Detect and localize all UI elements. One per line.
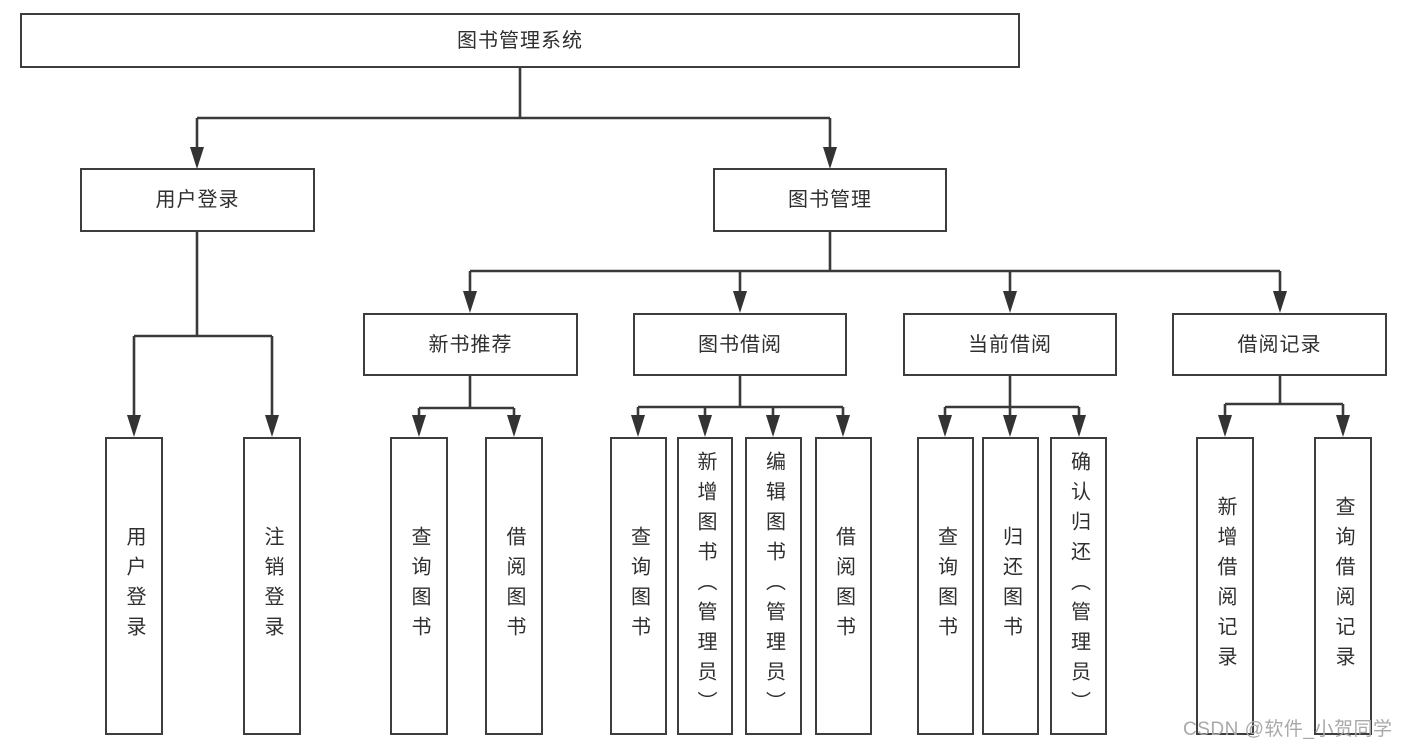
leaf-query-books-current: 查询图书 [917,437,974,735]
leaf-add-book-admin: 新增图书（管理员） [677,437,733,735]
node-new-book-recommend: 新书推荐 [363,313,578,376]
node-current-borrow: 当前借阅 [903,313,1117,376]
leaf-add-borrow-record: 新增借阅记录 [1196,437,1254,735]
leaf-query-books-borrow: 查询图书 [610,437,667,735]
node-book-borrow: 图书借阅 [633,313,847,376]
leaf-borrow-books: 借阅图书 [815,437,872,735]
leaf-confirm-return-admin: 确认归还（管理员） [1050,437,1107,735]
node-book-management: 图书管理 [713,168,947,232]
leaf-query-books-recommend: 查询图书 [390,437,448,735]
leaf-query-borrow-record: 查询借阅记录 [1314,437,1372,735]
leaf-borrow-books-recommend: 借阅图书 [485,437,543,735]
leaf-logout: 注销登录 [243,437,301,735]
node-root: 图书管理系统 [20,13,1020,68]
leaf-return-book: 归还图书 [982,437,1039,735]
leaf-user-login: 用户登录 [105,437,163,735]
node-borrow-records: 借阅记录 [1172,313,1387,376]
node-user-login: 用户登录 [80,168,315,232]
watermark: CSDN @软件_小贺同学 [1183,719,1393,740]
leaf-edit-book-admin: 编辑图书（管理员） [745,437,802,735]
